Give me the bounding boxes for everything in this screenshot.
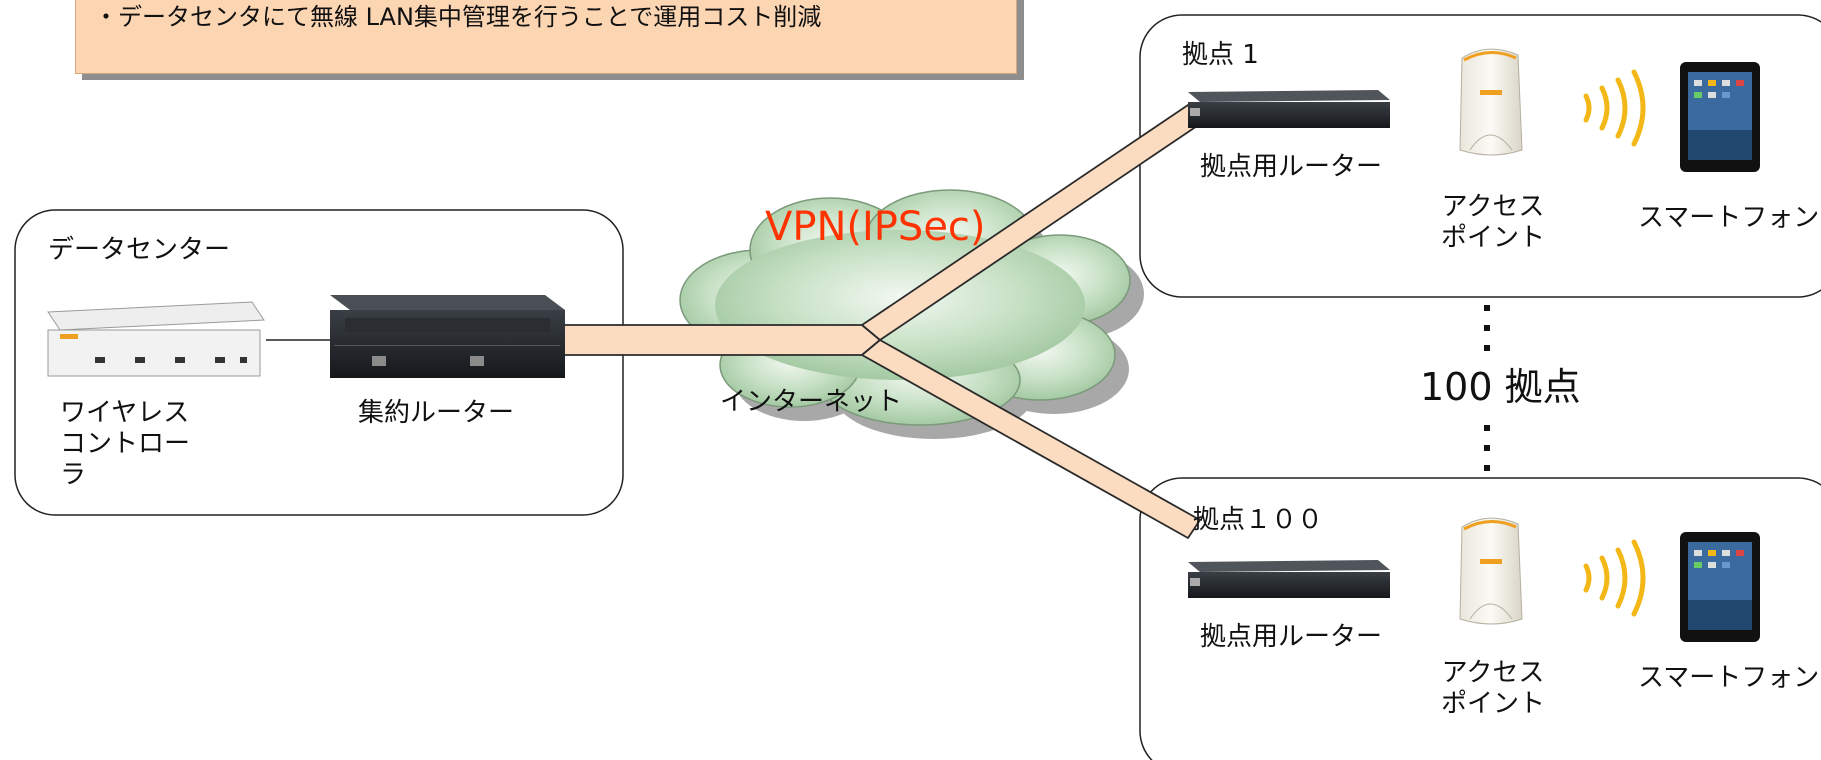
banner-text: ・データセンタにて無線 LAN集中管理を行うことで運用コスト削減 xyxy=(94,3,822,31)
site-100-wifi-signal-icon xyxy=(1583,539,1646,617)
datacenter-title: データセンター xyxy=(48,235,231,265)
site-count-label: 100 拠点 xyxy=(1420,365,1581,409)
site-100-access-point-label: アクセス ポイント xyxy=(1440,658,1545,720)
site-1-router-label: 拠点用ルーター xyxy=(1200,152,1383,182)
site-1-access-point-image xyxy=(1459,48,1523,156)
tunnel-to-site-100 xyxy=(861,339,1201,539)
site-1-title: 拠点 1 xyxy=(1182,40,1259,70)
site-100-router-label: 拠点用ルーター xyxy=(1200,622,1383,652)
wireless-controller-image xyxy=(47,301,265,377)
internet-label: インターネット xyxy=(720,387,903,417)
site-100-access-point-image xyxy=(1459,517,1523,625)
tunnel-main xyxy=(554,324,881,356)
vpn-label: VPN(IPSec) xyxy=(765,204,986,250)
wireless-controller-label: ワイヤレス コントローラ xyxy=(60,398,191,491)
site-100-router-image xyxy=(1188,560,1390,598)
aggregation-router-image xyxy=(330,295,565,378)
site-1-smartphone-label: スマートフォン xyxy=(1638,203,1820,233)
continuation-dots-upper xyxy=(1484,305,1490,365)
site-1-router-image xyxy=(1188,90,1390,128)
site-100-title: 拠点１００ xyxy=(1193,505,1324,535)
site-100-box xyxy=(1139,477,1821,760)
info-banner: ・データセンタにて無線 LAN集中管理を行うことで運用コスト削減 xyxy=(75,0,1017,74)
vpn-tunnels xyxy=(554,104,1201,539)
site-1-access-point-label: アクセス ポイント xyxy=(1440,192,1545,254)
site-1-smartphone-image xyxy=(1680,62,1760,172)
datacenter-box xyxy=(14,209,624,516)
site-100-smartphone-label: スマートフォン xyxy=(1638,663,1820,693)
site-1-wifi-signal-icon xyxy=(1583,69,1646,147)
continuation-dots-lower xyxy=(1484,425,1490,485)
aggregation-router-label: 集約ルーター xyxy=(358,398,515,428)
site-100-smartphone-image xyxy=(1680,532,1760,642)
